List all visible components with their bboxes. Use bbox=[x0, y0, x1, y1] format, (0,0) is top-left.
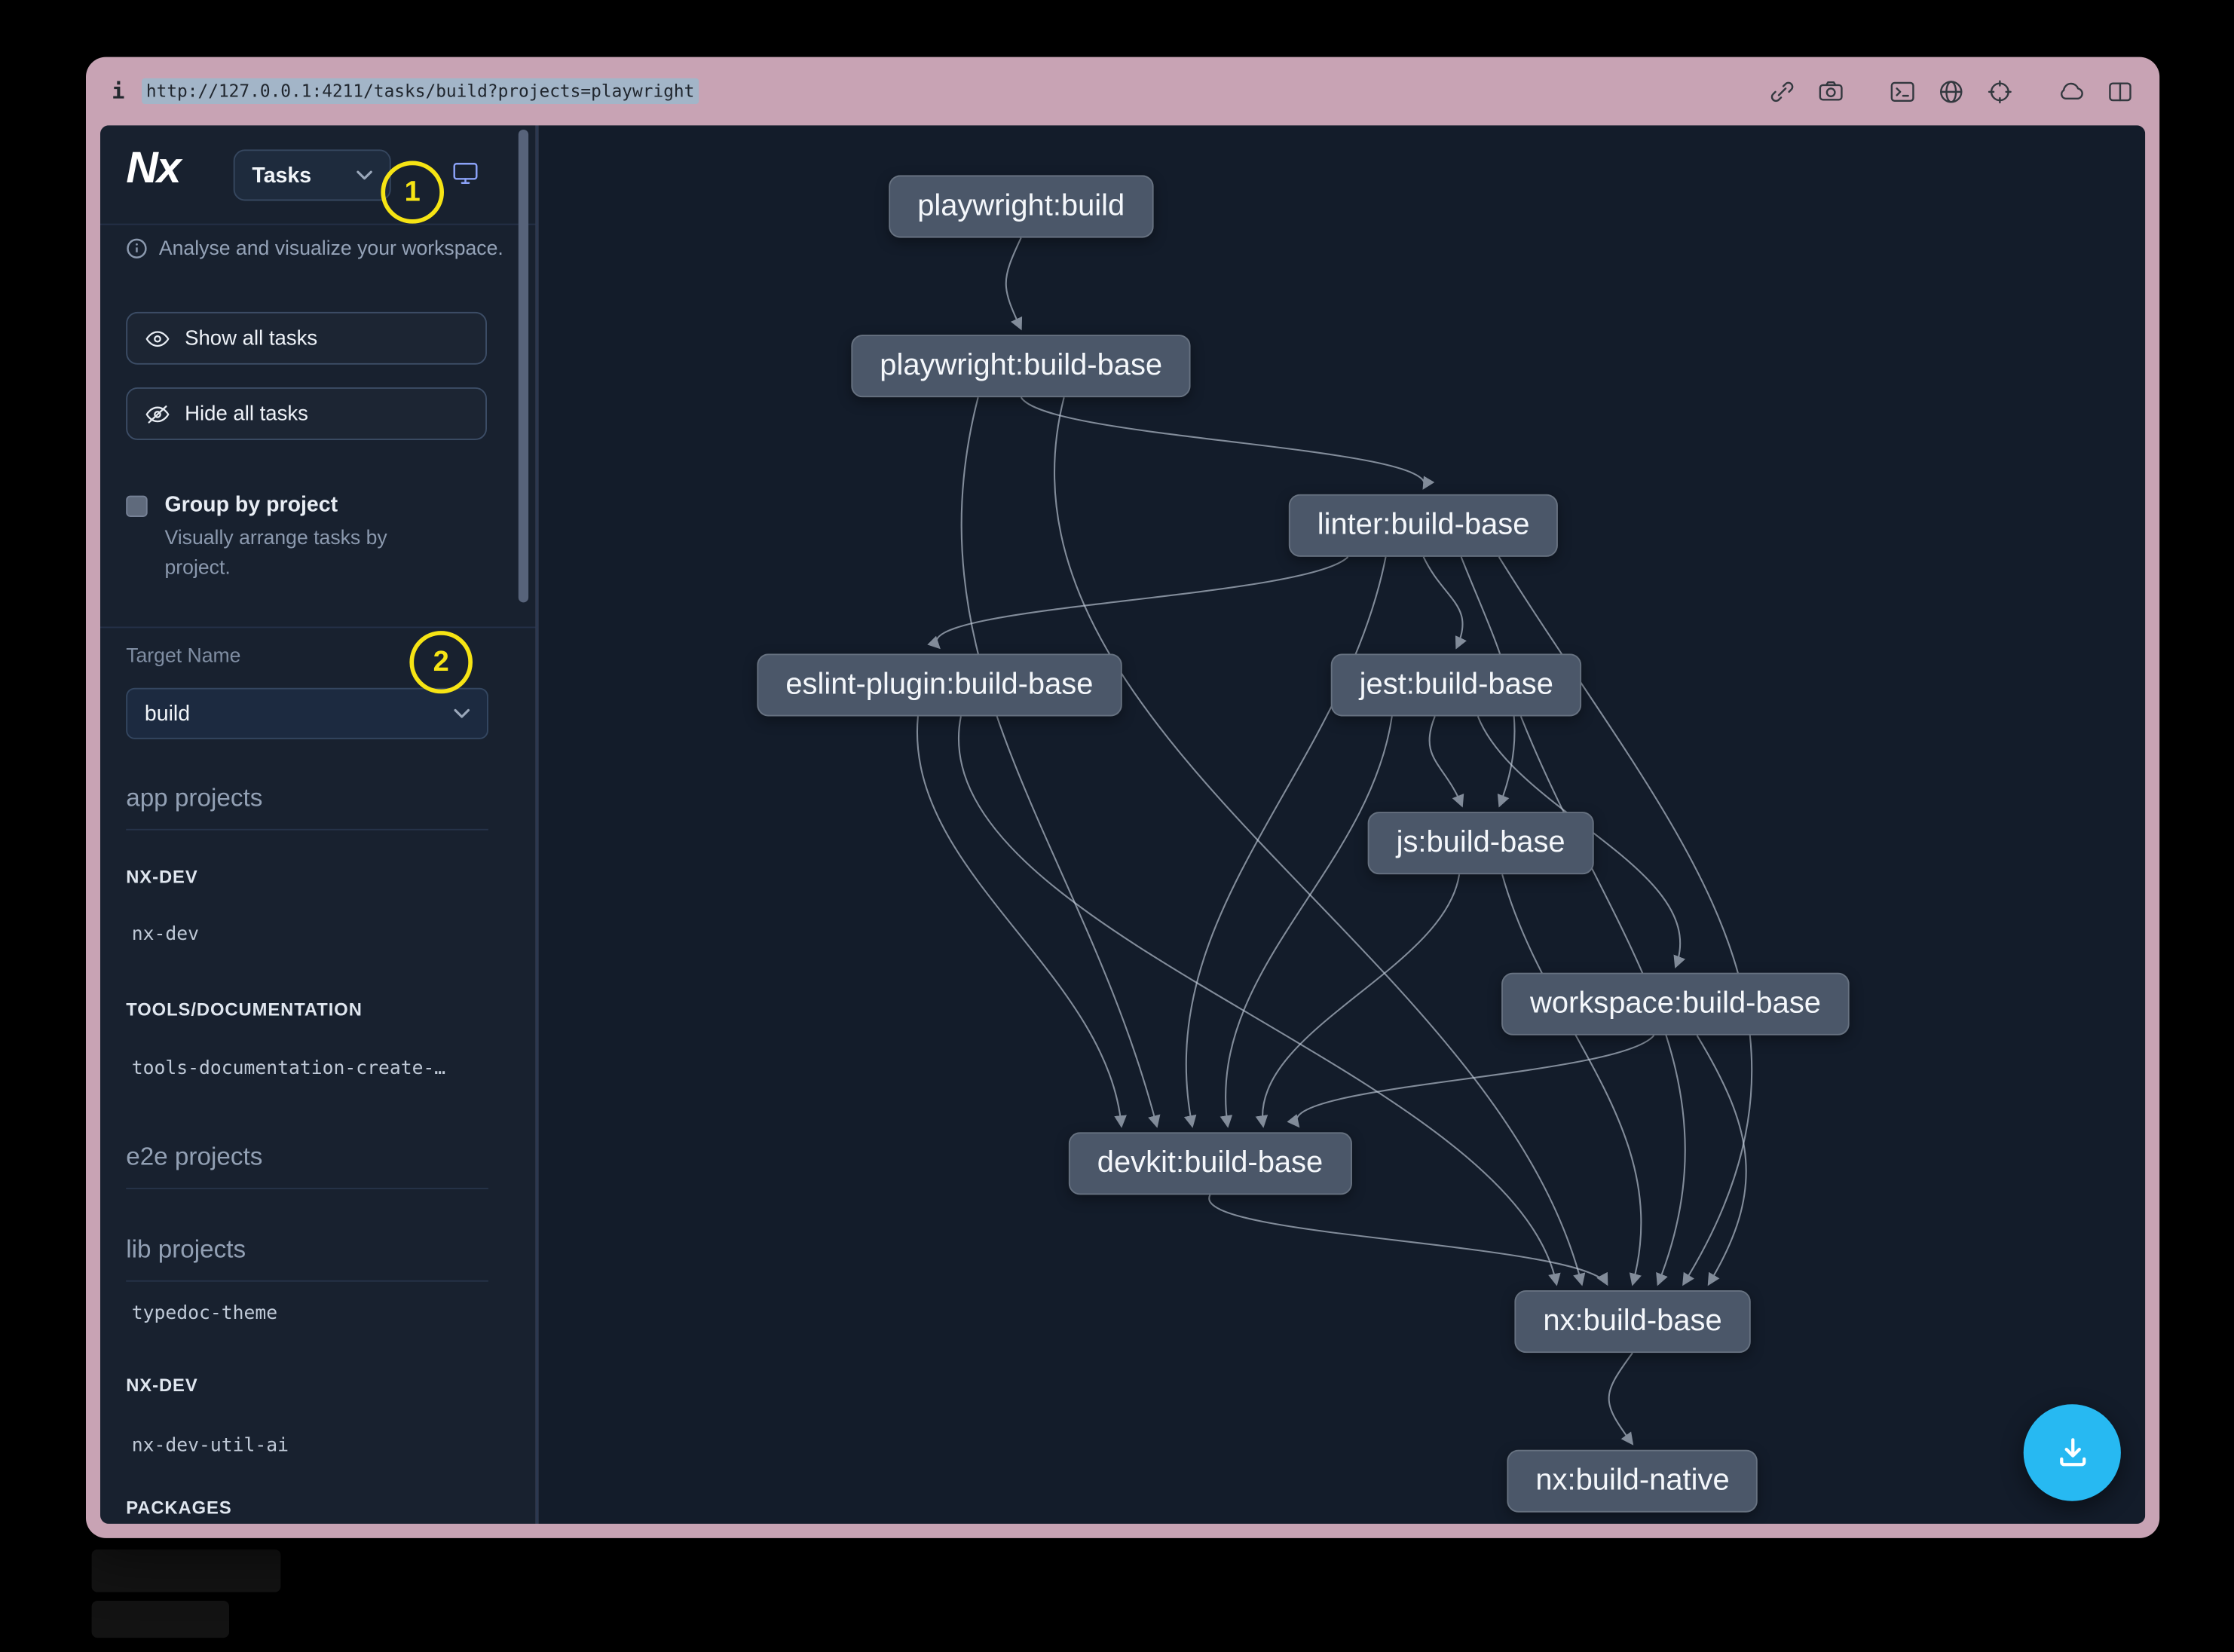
browser-titlebar: i http://127.0.0.1:4211/tasks/build?proj… bbox=[86, 57, 2159, 126]
chevron-down-icon bbox=[357, 170, 372, 180]
task-node-workspace:build-base[interactable]: workspace:build-base bbox=[1501, 972, 1850, 1036]
section-lib-projects: lib projects bbox=[126, 1234, 488, 1282]
task-node-nx:build-native[interactable]: nx:build-native bbox=[1507, 1449, 1758, 1513]
download-icon bbox=[2059, 1437, 2086, 1466]
section-app-projects: app projects bbox=[126, 783, 488, 831]
url-text[interactable]: http://127.0.0.1:4211/tasks/build?projec… bbox=[142, 78, 699, 104]
nx-app: Nx Tasks Analyse and visualize your work… bbox=[100, 125, 2146, 1524]
chevron-down-icon bbox=[454, 708, 470, 718]
link-icon[interactable] bbox=[1769, 78, 1796, 105]
browser-window: i http://127.0.0.1:4211/tasks/build?proj… bbox=[86, 57, 2160, 1538]
annotation-2-label: 2 bbox=[433, 645, 449, 678]
task-node-nx:build-base[interactable]: nx:build-base bbox=[1514, 1290, 1751, 1354]
project-item-tools-documentation-create[interactable]: tools-documentation-create-… bbox=[131, 1058, 446, 1080]
target-name-value: build bbox=[144, 701, 191, 726]
terminal-icon[interactable] bbox=[1889, 78, 1916, 105]
task-graph: playwright:build playwright:build-base lin… bbox=[538, 125, 2146, 1524]
crosshair-icon[interactable] bbox=[1986, 78, 2013, 105]
task-node-linter:build-base[interactable]: linter:build-base bbox=[1288, 494, 1559, 557]
group-by-project-checkbox[interactable] bbox=[126, 495, 148, 517]
info-circle-icon bbox=[127, 237, 147, 258]
project-group-nx-dev-2: NX-DEV bbox=[126, 1375, 198, 1396]
divider bbox=[100, 626, 536, 629]
workspace-subtitle: Analyse and visualize your workspace. bbox=[126, 237, 513, 259]
hide-all-tasks-button[interactable]: Hide all tasks bbox=[126, 387, 487, 440]
project-group-packages: PACKAGES bbox=[126, 1498, 232, 1519]
split-view-icon[interactable] bbox=[2107, 78, 2134, 105]
annotation-1-label: 1 bbox=[404, 176, 421, 207]
project-item-typedoc-theme[interactable]: typedoc-theme bbox=[131, 1303, 278, 1325]
task-node-playwright:build-base[interactable]: playwright:build-base bbox=[851, 335, 1192, 398]
section-e2e-projects: e2e projects bbox=[126, 1143, 488, 1189]
group-by-project-label: Group by project bbox=[164, 492, 338, 517]
download-button[interactable] bbox=[2023, 1404, 2121, 1501]
sidebar-scrollbar-thumb[interactable] bbox=[518, 129, 529, 603]
project-group-tools-documentation: TOOLS/DOCUMENTATION bbox=[126, 999, 363, 1020]
globe-icon[interactable] bbox=[1938, 78, 1965, 105]
mode-selector-tasks[interactable]: Tasks bbox=[233, 149, 391, 201]
workspace-subtitle-text: Analyse and visualize your workspace. bbox=[158, 236, 503, 259]
titlebar-actions bbox=[1769, 78, 2135, 105]
task-node-devkit:build-base[interactable]: devkit:build-base bbox=[1068, 1132, 1352, 1195]
hide-all-tasks-label: Hide all tasks bbox=[185, 402, 308, 426]
sidebar-divider bbox=[535, 125, 539, 1524]
target-name-label: Target Name bbox=[126, 644, 241, 667]
annotation-circle-2: 2 bbox=[409, 631, 473, 694]
group-by-project: Group by project Visually arrange tasks … bbox=[126, 493, 498, 583]
background-artifact bbox=[91, 1600, 229, 1638]
eye-off-icon bbox=[145, 405, 170, 423]
cloud-icon[interactable] bbox=[2058, 78, 2085, 105]
task-node-js:build-base[interactable]: js:build-base bbox=[1367, 812, 1594, 875]
monitor-icon[interactable] bbox=[452, 161, 478, 193]
task-node-playwright:build[interactable]: playwright:build bbox=[889, 175, 1154, 238]
target-name-select[interactable]: build bbox=[126, 687, 488, 739]
project-item-nx-dev-util-ai[interactable]: nx-dev-util-ai bbox=[131, 1435, 289, 1458]
dependency-edges bbox=[916, 237, 1753, 1446]
annotation-circle-1: 1 bbox=[381, 161, 444, 224]
project-group-nx-dev: NX-DEV bbox=[126, 867, 198, 888]
camera-icon[interactable] bbox=[1817, 78, 1844, 105]
sidebar: Nx Tasks Analyse and visualize your work… bbox=[100, 125, 536, 1524]
show-all-tasks-label: Show all tasks bbox=[185, 326, 318, 350]
background-artifact bbox=[91, 1549, 281, 1592]
task-node-eslint-plugin:build-base[interactable]: eslint-plugin:build-base bbox=[757, 653, 1122, 717]
divider bbox=[100, 223, 536, 225]
show-all-tasks-button[interactable]: Show all tasks bbox=[126, 311, 487, 365]
project-item-nx-dev[interactable]: nx-dev bbox=[131, 924, 200, 946]
group-by-project-description: Visually arrange tasks by project. bbox=[164, 525, 387, 579]
task-node-jest:build-base[interactable]: jest:build-base bbox=[1330, 653, 1582, 717]
eye-icon bbox=[145, 330, 170, 347]
info-icon: i bbox=[112, 78, 125, 104]
nx-logo[interactable]: Nx bbox=[126, 142, 181, 193]
mode-selector-label: Tasks bbox=[252, 163, 312, 188]
